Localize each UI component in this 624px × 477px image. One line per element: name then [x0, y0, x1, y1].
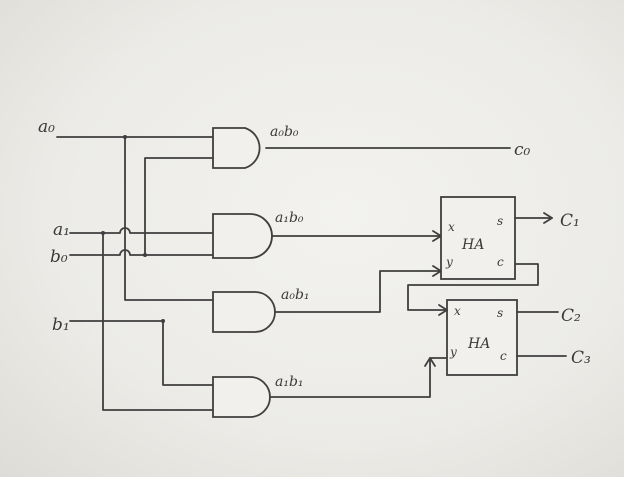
ha2-port-c: c [500, 349, 507, 363]
wire-b1-branch [162, 320, 214, 386]
label-c1: C₁ [560, 211, 580, 231]
label-a0: a₀ [38, 117, 55, 137]
arrow-c1 [543, 212, 553, 224]
ha2-port-x: x [454, 304, 461, 318]
wire-a1 [69, 227, 214, 234]
and-gate-2 [212, 213, 273, 259]
ha2-title: HA [467, 336, 490, 352]
wire-b0 [69, 249, 214, 256]
arrow-x-ha2 [438, 304, 448, 316]
junction-dot [123, 135, 127, 139]
wire-a1b1-out [269, 357, 448, 398]
label-a1: a₁ [53, 220, 70, 240]
ha1-title: HA [461, 237, 484, 253]
ha1-port-y: y [445, 255, 453, 269]
label-gate3: a₀b₁ [281, 287, 310, 303]
label-c3: C₃ [571, 348, 591, 368]
junction-dot [143, 253, 147, 257]
wire-b0-branch [144, 157, 214, 256]
ha1-port-c: c [497, 255, 504, 269]
and-gate-3 [212, 291, 276, 333]
ha1-port-s: s [497, 214, 503, 228]
ha2-port-y: y [449, 345, 457, 359]
label-b0: b₀ [50, 247, 68, 267]
label-gate4: a₁b₁ [275, 374, 304, 390]
half-adder-2 [446, 299, 518, 376]
junction-dot [161, 319, 165, 323]
half-adder-1 [440, 196, 516, 280]
wire-a0b1-out [274, 270, 442, 313]
label-gate2: a₁b₀ [275, 210, 304, 226]
wire-a1-branch [102, 232, 214, 411]
wire-a0-branch [124, 136, 214, 301]
and-gate-4 [212, 376, 271, 418]
ha1-port-x: x [448, 220, 455, 234]
label-c2: C₂ [561, 306, 581, 326]
arrow-y-ha2 [424, 357, 436, 367]
label-c0: c₀ [514, 140, 531, 160]
label-b1: b₁ [52, 315, 70, 335]
label-gate1: a₀b₀ [270, 124, 299, 140]
ha2-port-s: s [497, 306, 503, 320]
wire-ha1-carry [407, 263, 539, 311]
junction-dot [101, 231, 105, 235]
and-gate-1 [212, 127, 261, 169]
